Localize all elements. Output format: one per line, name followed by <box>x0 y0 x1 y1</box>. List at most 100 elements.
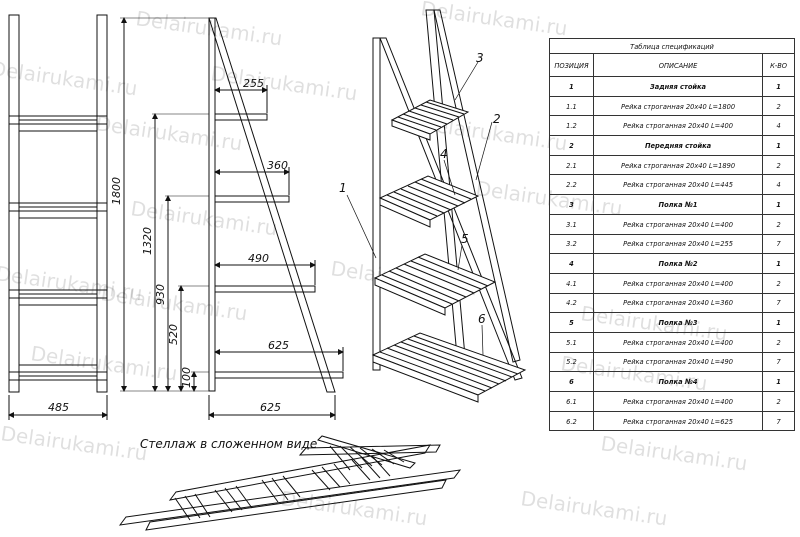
iso-view <box>346 9 527 403</box>
spec-cell-description: Полка №3 <box>592 312 764 333</box>
spec-cell-description: Полка №4 <box>592 371 764 392</box>
folded-view <box>118 435 462 531</box>
spec-cell-quantity: 7 <box>762 233 795 255</box>
watermark: Delairukami.ru <box>519 486 669 530</box>
spec-cell-description: Рейка строганная 20х40 L=445 <box>592 174 764 196</box>
watermark: Delairukami.ru <box>0 56 139 100</box>
spec-cell-quantity: 1 <box>762 76 795 97</box>
spec-cell-quantity: 2 <box>762 95 795 117</box>
watermark: Delairukami.ru <box>0 421 149 465</box>
spec-cell-position: 6.2 <box>549 410 594 432</box>
spec-header-position: ПОЗИЦИЯ <box>549 53 594 77</box>
spec-cell-description: Передняя стойка <box>592 135 764 156</box>
spec-cell-quantity: 4 <box>762 115 795 137</box>
callout-label: 5 <box>461 232 469 246</box>
spec-cell-description: Рейка строганная 20х40 L=255 <box>592 233 764 255</box>
folded-rail <box>118 469 462 526</box>
spec-cell-description: Рейка строганная 20х40 L=490 <box>592 351 764 373</box>
spec-cell-description: Рейка строганная 20х40 L=400 <box>592 115 764 137</box>
spec-cell-description: Рейка строганная 20х40 L=625 <box>592 410 764 432</box>
spec-table-title: Таблица спецификаций <box>549 38 795 54</box>
spec-cell-position: 1 <box>549 76 594 97</box>
spec-cell-description: Задняя стойка <box>592 76 764 97</box>
front-shelf <box>8 371 108 381</box>
spec-cell-position: 4.1 <box>549 272 594 294</box>
shelf-height-dimension: 930 <box>154 284 167 305</box>
spec-cell-position: 4.2 <box>549 292 594 314</box>
total-height-dimension: 1800 <box>110 177 123 205</box>
spec-cell-position: 6.1 <box>549 391 594 412</box>
spec-cell-position: 5.2 <box>549 351 594 373</box>
shelf-height-dimension: 100 <box>180 367 193 388</box>
watermark: Delairukami.ru <box>419 0 569 41</box>
callout-label: 2 <box>493 112 501 126</box>
spec-cell-quantity: 4 <box>762 174 795 196</box>
spec-cell-description: Рейка строганная 20х40 L=1800 <box>592 95 764 117</box>
callout-label: 1 <box>339 181 347 195</box>
spec-cell-quantity: 7 <box>762 351 795 373</box>
spec-table: Таблица спецификаций ПОЗИЦИЯ ОПИСАНИЕ К-… <box>549 38 795 432</box>
spec-cell-position: 2.2 <box>549 174 594 196</box>
spec-cell-position: 2 <box>549 135 594 156</box>
spec-cell-quantity: 2 <box>762 272 795 294</box>
width-dimension: 485 <box>48 401 69 414</box>
spec-cell-quantity: 2 <box>762 213 795 235</box>
iso-shelf <box>373 253 497 316</box>
callout-label: 4 <box>440 147 448 161</box>
base-depth-dimension: 625 <box>260 401 281 414</box>
shelf-depth-dimension: 360 <box>267 159 288 172</box>
shelf-depth-dimension: 625 <box>268 339 289 352</box>
spec-cell-quantity: 2 <box>762 154 795 176</box>
spec-cell-position: 1.2 <box>549 115 594 137</box>
folded-rail <box>145 479 447 531</box>
front-shelf <box>8 202 108 212</box>
iso-front-leg <box>379 37 523 381</box>
spec-cell-position: 1.1 <box>549 95 594 117</box>
spec-cell-description: Рейка строганная 20х40 L=400 <box>592 272 764 294</box>
spec-cell-quantity: 1 <box>762 135 795 156</box>
spec-cell-quantity: 1 <box>762 312 795 333</box>
watermark: Delairukami.ru <box>99 281 249 325</box>
spec-cell-description: Рейка строганная 20х40 L=400 <box>592 391 764 412</box>
spec-cell-position: 3.1 <box>549 213 594 235</box>
shelf-depth-dimension: 490 <box>248 252 269 265</box>
folded-rail <box>298 444 441 456</box>
watermark: Delairukami.ru <box>94 111 244 155</box>
spec-cell-quantity: 1 <box>762 253 795 274</box>
spec-header-description: ОПИСАНИЕ <box>592 53 764 77</box>
spec-cell-position: 4 <box>549 253 594 274</box>
spec-cell-quantity: 1 <box>762 371 795 392</box>
front-shelf <box>8 115 108 125</box>
spec-cell-description: Рейка строганная 20х40 L=360 <box>592 292 764 314</box>
spec-cell-position: 6 <box>549 371 594 392</box>
iso-shelf <box>390 99 470 141</box>
callout-label: 3 <box>476 51 484 65</box>
iso-back-post <box>372 37 381 371</box>
spec-cell-quantity: 7 <box>762 410 795 432</box>
side-shelf <box>214 195 290 203</box>
spec-cell-quantity: 7 <box>762 292 795 314</box>
folded-caption: Стеллаж в сложенном виде <box>140 437 317 451</box>
iso-front-leg <box>433 9 521 363</box>
spec-cell-position: 5.1 <box>549 331 594 353</box>
spec-header-quantity: К-ВО <box>762 53 795 77</box>
iso-shelf <box>371 332 527 403</box>
